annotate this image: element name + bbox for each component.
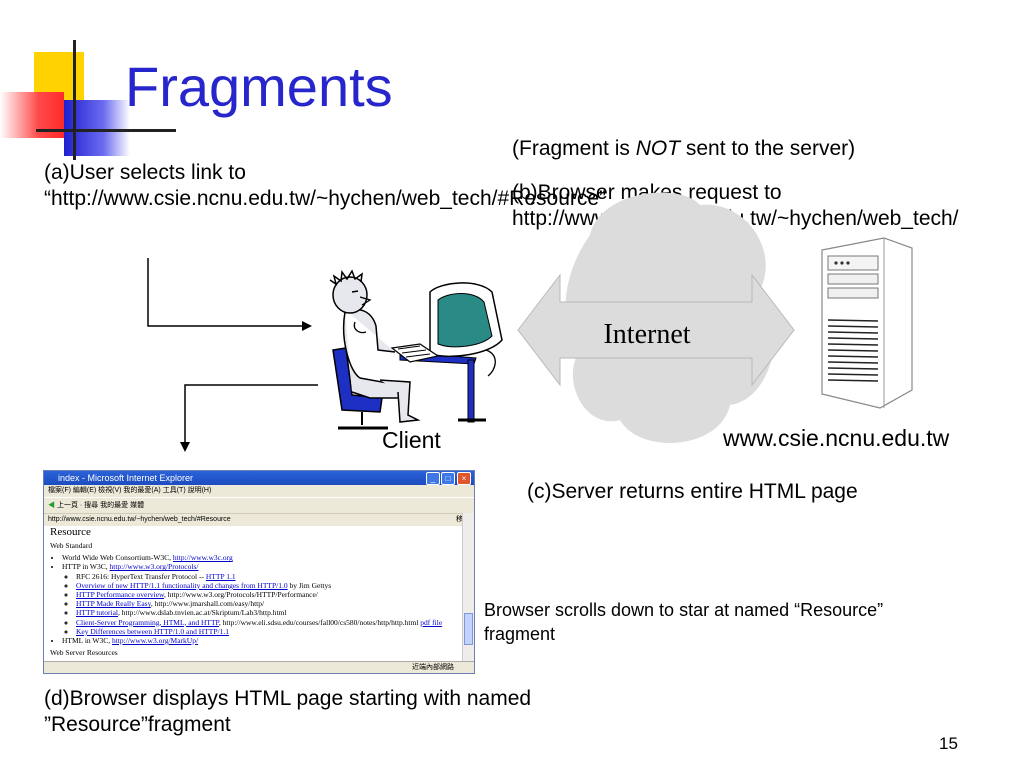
- browser-scrollbar-thumb: [464, 613, 473, 645]
- step-c-text: (c)Server returns entire HTML page: [527, 480, 858, 503]
- browser-address-text: http://www.csie.ncnu.edu.tw/~hychen/web_…: [48, 516, 231, 523]
- browser-toolbar-labels: 上一頁 · 搜尋 我的最愛 媒體: [56, 502, 145, 509]
- fragment-note-suffix: sent to the server): [680, 137, 856, 160]
- sub-list-item-link: HTTP 1.1: [205, 571, 236, 581]
- browser-screenshot: index - Microsoft Internet Explorer _ □ …: [43, 470, 475, 674]
- sub-list-item: RFC 2616: HyperText Transfer Protocol --…: [76, 572, 462, 581]
- double-arrow-icon: [517, 273, 795, 387]
- sub-list-item-link: HTTP tutorial: [76, 608, 119, 618]
- browser-window-title: index - Microsoft Internet Explorer: [58, 473, 194, 483]
- server-label: www.csie.ncnu.edu.tw: [723, 425, 950, 451]
- minimize-icon: _: [426, 472, 440, 485]
- connector-arrow-to-browser: [180, 384, 318, 452]
- sub-list-item-text: RFC 2616: HyperText Transfer Protocol --: [76, 571, 206, 581]
- browser-title-bar: index - Microsoft Internet Explorer _ □ …: [44, 471, 474, 485]
- sub-list-item-link: HTTP Performance overview: [76, 590, 164, 600]
- list-item: HTML in W3C, http://www.w3.org/MarkUp/: [62, 636, 462, 645]
- back-icon: ◀: [48, 502, 55, 509]
- sub-list-item-link: Key Differences between HTTP/1.0 and HTT…: [76, 626, 229, 636]
- browser-page-heading: Resource: [50, 526, 91, 538]
- browser-status-bar: 近端內部網路: [44, 661, 474, 673]
- maximize-icon: □: [441, 472, 455, 485]
- browser-page-subheading: Web Standard: [50, 541, 93, 550]
- sub-list-item-link: pdf file: [420, 617, 443, 627]
- sub-list-item: Overview of new HTTP/1.1 functionality a…: [76, 581, 462, 590]
- sub-list-item: HTTP tutorial, http://www.dslab.tnvien.a…: [76, 608, 462, 617]
- list-item-link: http://www.w3.org/Protocols/: [109, 562, 199, 572]
- connector-arrow-to-client: [147, 258, 312, 331]
- list-item-text: HTML in W3C,: [62, 636, 112, 646]
- server-tower-icon: [821, 237, 913, 409]
- list-item-link: http://www.w3c.org: [172, 553, 233, 563]
- browser-page-content: Resource Web Standard World Wide Web Con…: [50, 526, 462, 661]
- sub-list-item-link: HTTP Made Really Easy: [76, 599, 151, 609]
- browser-menu-bar: 檔案(F) 編輯(E) 檢視(V) 我的最愛(A) 工具(T) 說明(H): [44, 485, 474, 497]
- list-item: World Wide Web Consortium-W3C, http://ww…: [62, 553, 462, 562]
- browser-address-bar: http://www.csie.ncnu.edu.tw/~hychen/web_…: [44, 513, 474, 526]
- scroll-note: Browser scrolls down to star at named “R…: [484, 600, 884, 644]
- sub-list-item-text: by Jim Gettys: [287, 580, 332, 590]
- sub-list-item: Client-Server Programming, HTML, and HTT…: [76, 618, 462, 627]
- fragment-note-prefix: (Fragment is: [512, 137, 636, 160]
- fragment-note-emphasis: NOT: [635, 137, 681, 160]
- sub-list-item-link: Client-Server Programming, HTML, and HTT…: [76, 617, 219, 627]
- fragment-note: (Fragment is NOT sent to the server): [512, 137, 855, 161]
- browser-page-footer-heading: Web Server Resources: [50, 648, 118, 658]
- sub-list-item: Key Differences between HTTP/1.0 and HTT…: [76, 627, 462, 636]
- close-icon: ×: [457, 472, 471, 485]
- list-item-text: HTTP in W3C,: [62, 562, 110, 572]
- browser-scrollbar: [462, 513, 474, 661]
- title-decoration-vertical-line: [73, 40, 76, 160]
- list-item: HTTP in W3C, http://www.w3.org/Protocols…: [62, 562, 462, 636]
- client-computer-icon: [390, 282, 503, 423]
- list-item-text: World Wide Web Consortium-W3C,: [62, 553, 173, 563]
- internet-label: Internet: [603, 319, 690, 350]
- browser-toolbar: ◀ 上一頁 · 搜尋 我的最愛 媒體: [44, 497, 474, 513]
- list-item-link: http://www.w3.org/MarkUp/: [112, 636, 199, 646]
- sub-list-item-link: Overview of new HTTP/1.1 functionality a…: [76, 580, 288, 590]
- client-label: Client: [382, 427, 441, 453]
- sub-list-item: HTTP Performance overview, http://www.w3…: [76, 590, 462, 599]
- sub-list-item-text: , http://www.w3.org/Protocols/HTTP/Perfo…: [163, 590, 318, 600]
- sub-list-item-text: , http://www.dslab.tnvien.ac.at/Skriptum…: [118, 608, 287, 618]
- page-number: 15: [939, 734, 958, 753]
- sub-list-item-text: , http://www.eli.sdsu.edu/courses/fall00…: [218, 617, 419, 627]
- sub-list-item-text: , http://www.jmarshall.com/easy/http/: [150, 599, 265, 609]
- title-decoration-horizontal-line: [36, 129, 176, 132]
- slide-title: Fragments: [125, 55, 393, 118]
- sub-list-item: HTTP Made Really Easy, http://www.jmarsh…: [76, 599, 462, 608]
- step-d-text: (d)Browser displays HTML page starting w…: [44, 687, 532, 736]
- client-person-icon: [329, 269, 421, 430]
